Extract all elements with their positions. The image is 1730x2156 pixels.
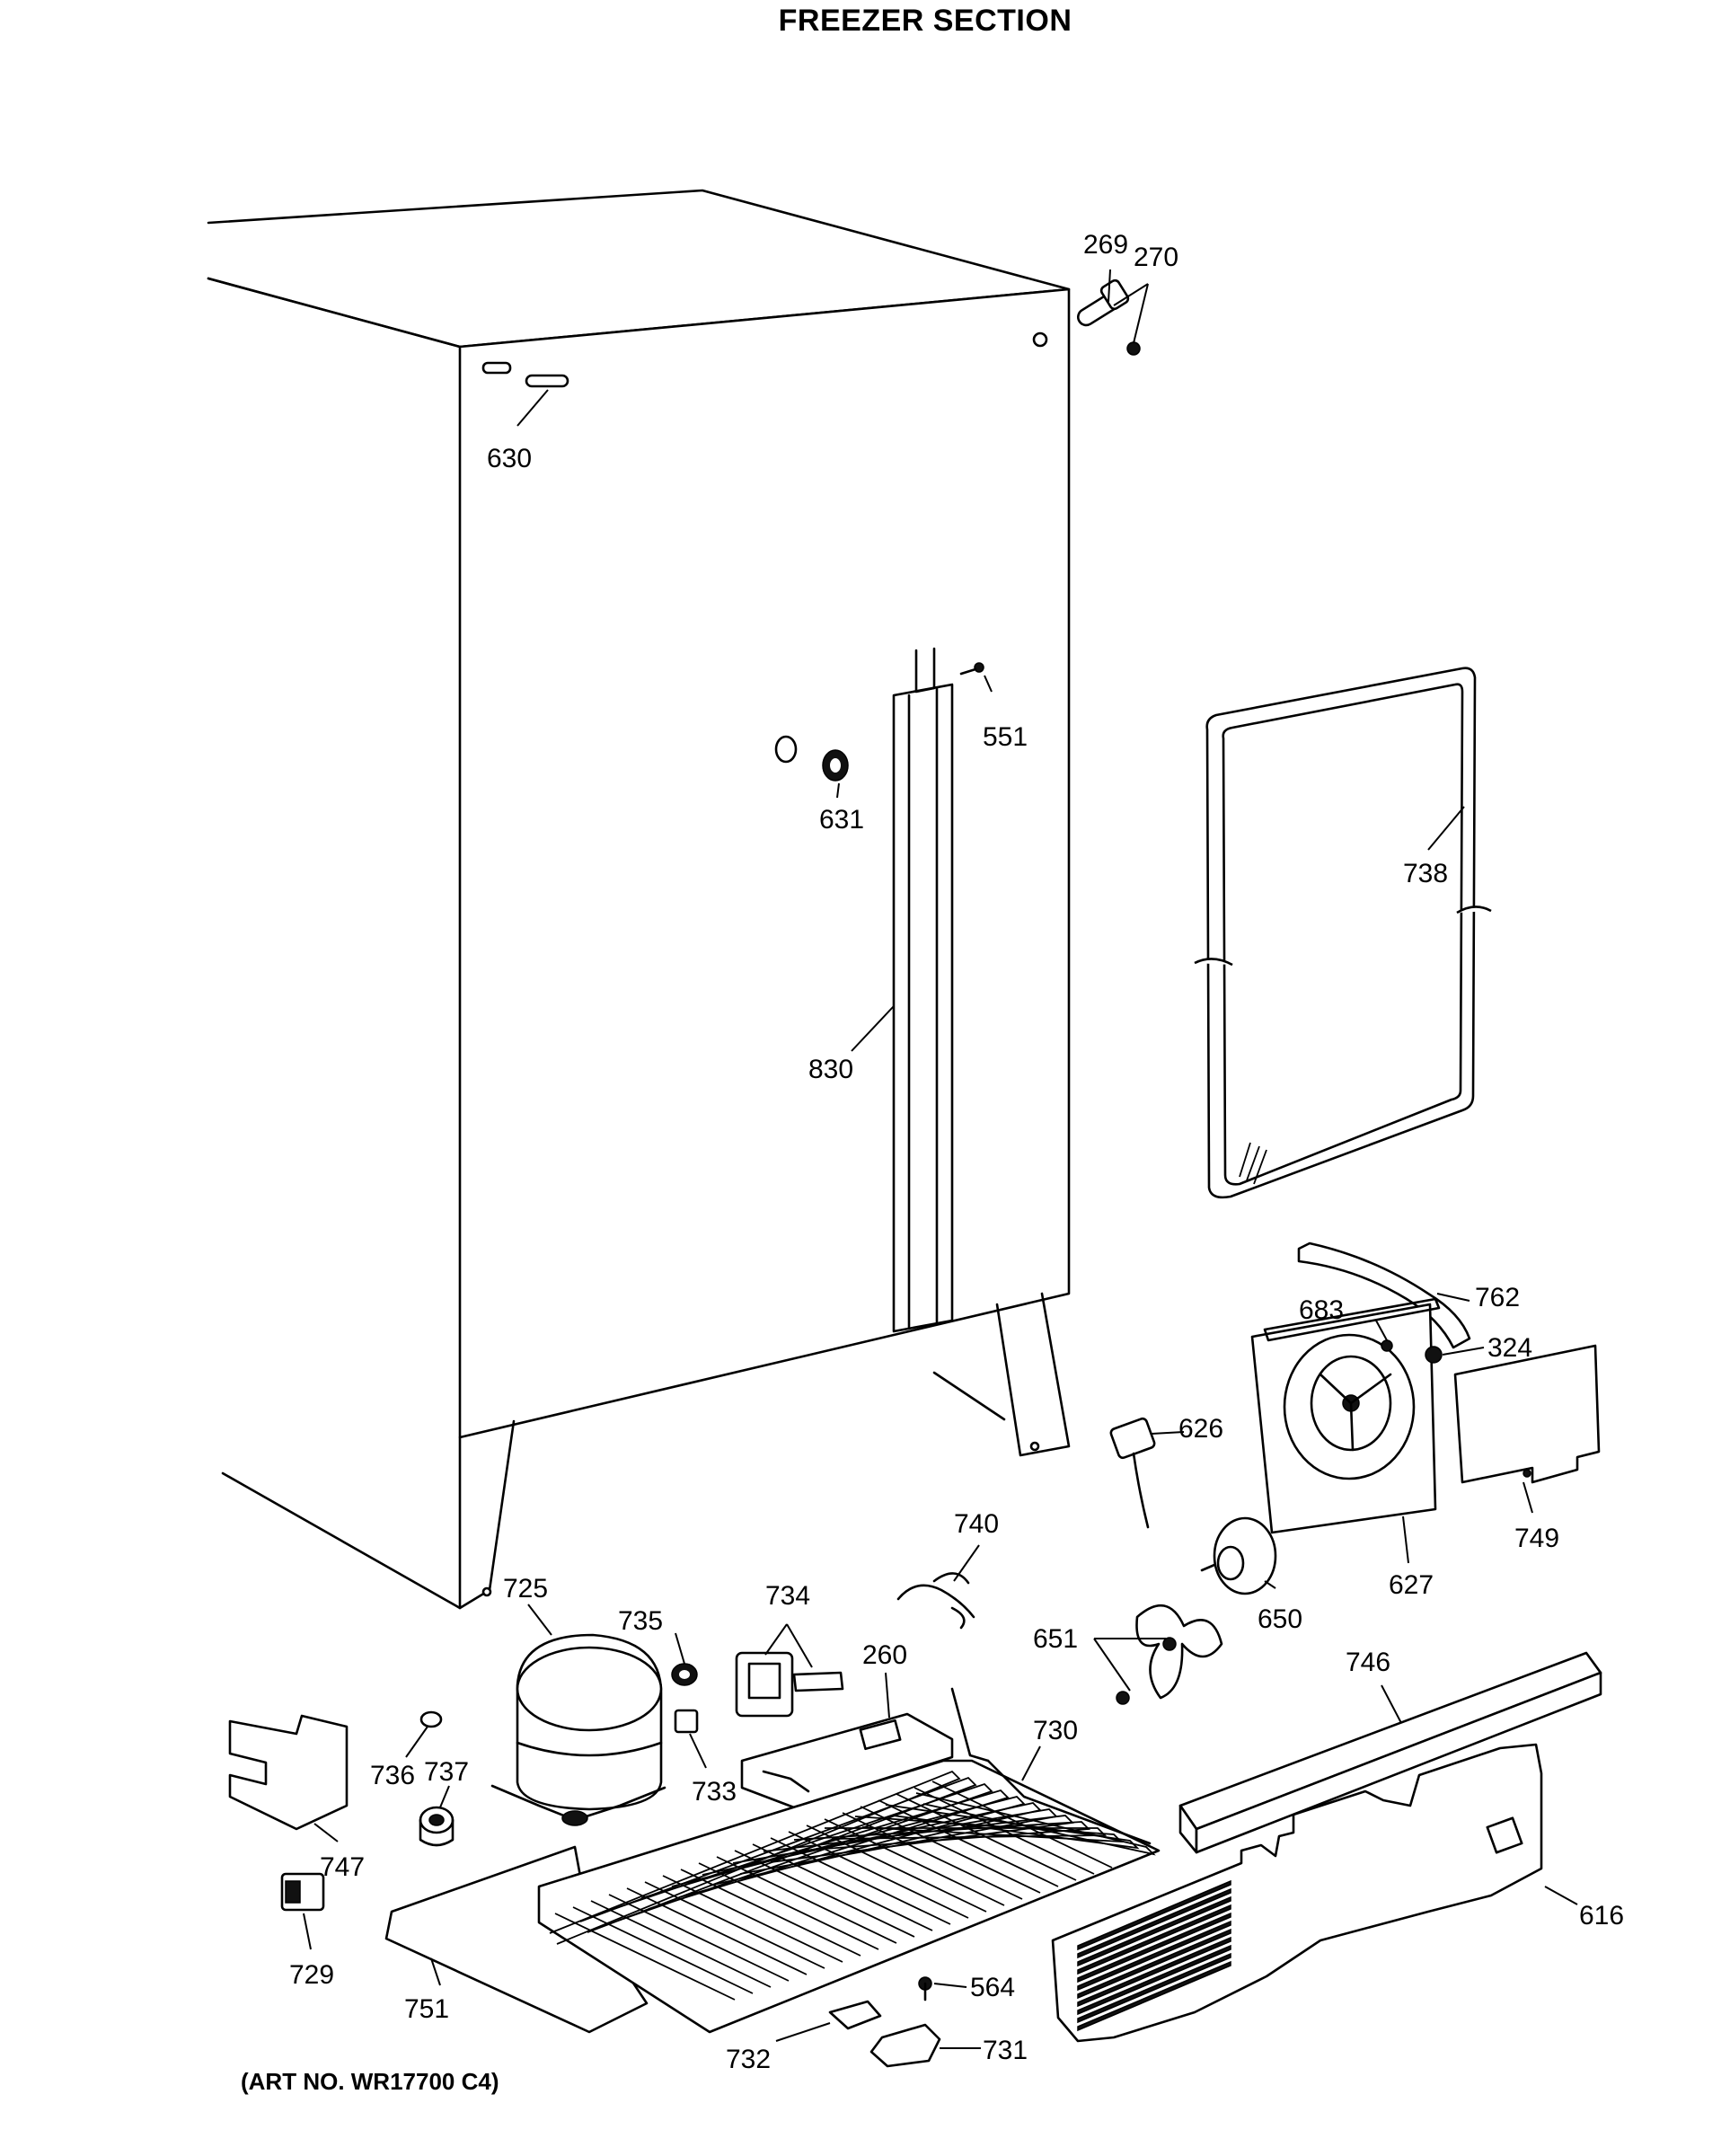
condenser-wire [572, 1906, 754, 1994]
condenser-wire [770, 1837, 951, 1925]
condenser-wire [914, 1787, 1095, 1875]
part-label-830: 830 [808, 1055, 853, 1084]
condenser-wire [860, 1806, 1041, 1894]
condenser-wire [644, 1881, 825, 1969]
condenser-wire [590, 1900, 772, 1988]
part-label-683: 683 [1299, 1295, 1344, 1325]
door-gasket-738 [1194, 667, 1492, 1199]
condenser-wire [752, 1843, 933, 1931]
condenser-wire [554, 1913, 736, 2001]
condenser-wire [716, 1856, 897, 1944]
condenser-wire [788, 1831, 969, 1919]
grille-slot [1077, 1912, 1231, 1984]
part-label-725: 725 [503, 1574, 548, 1604]
cabinet-drawing [207, 189, 1071, 1610]
grille-slot [1077, 1904, 1231, 1975]
grille-slot [1077, 1920, 1231, 1992]
condenser-wire [896, 1793, 1077, 1881]
part-label-730: 730 [1033, 1716, 1078, 1745]
bottom-hardware [828, 1976, 941, 2068]
toe-grille-616 [1051, 1743, 1543, 2043]
part-label-324: 324 [1487, 1333, 1532, 1363]
part-label-731: 731 [983, 2036, 1028, 2065]
part-label-734: 734 [765, 1581, 810, 1611]
compressor-assembly [228, 1633, 954, 1912]
front-rail-746 [1178, 1651, 1602, 1854]
part-label-551: 551 [983, 722, 1028, 752]
condenser-tube [763, 1815, 1074, 1863]
part-label-740: 740 [954, 1509, 999, 1539]
diagram-title: FREEZER SECTION [778, 4, 1072, 38]
condenser-wire [734, 1850, 915, 1938]
grille-slot [1077, 1895, 1231, 1967]
grille-slot [1077, 1960, 1231, 2032]
condenser-wire [626, 1887, 808, 1975]
part-label-747: 747 [320, 1852, 365, 1882]
art-number: (ART NO. WR17700 C4) [241, 2068, 499, 2095]
grille-slot [1077, 1952, 1231, 2024]
leader-lines [303, 269, 1578, 2049]
condenser-tube [915, 1792, 1156, 1856]
grille-slot [1077, 1944, 1231, 2016]
part-label-733: 733 [692, 1777, 737, 1807]
part-label-630: 630 [487, 444, 532, 473]
part-label-651: 651 [1033, 1624, 1078, 1654]
condenser-wire [662, 1875, 843, 1963]
part-label-627: 627 [1389, 1570, 1434, 1600]
condenser-wire [806, 1825, 987, 1913]
grille-slot [1077, 1936, 1231, 2008]
part-label-616: 616 [1579, 1901, 1624, 1931]
grille-slot [1077, 1887, 1231, 1959]
part-label-269: 269 [1083, 230, 1128, 260]
part-label-650: 650 [1258, 1604, 1302, 1634]
evaporator-fan-assembly [1109, 1241, 1601, 1705]
grille-slot [1077, 1879, 1231, 1951]
springs-740 [896, 1572, 975, 1630]
part-label-751: 751 [404, 1994, 449, 2024]
part-label-631: 631 [819, 805, 864, 835]
part-label-732: 732 [726, 2045, 771, 2074]
condenser-wire [931, 1780, 1113, 1869]
grille-slot [1077, 1928, 1231, 2000]
part-label-735: 735 [618, 1606, 663, 1636]
part-label-749: 749 [1514, 1524, 1559, 1553]
part-label-738: 738 [1403, 859, 1448, 888]
part-label-762: 762 [1475, 1283, 1520, 1312]
condenser-wire [842, 1812, 1023, 1900]
condenser-wire [824, 1818, 1005, 1906]
part-label-729: 729 [289, 1960, 334, 1990]
condenser-wire [608, 1894, 790, 1982]
condenser-wire [698, 1862, 879, 1950]
part-label-746: 746 [1346, 1648, 1390, 1677]
hinge-parts-269-270 [1076, 278, 1141, 356]
condenser-wire [878, 1799, 1059, 1887]
part-label-260: 260 [862, 1640, 907, 1670]
condenser-and-base [384, 1687, 1161, 2034]
part-label-737: 737 [424, 1757, 469, 1787]
part-label-564: 564 [970, 1973, 1015, 2002]
part-label-270: 270 [1134, 243, 1178, 272]
part-label-736: 736 [370, 1761, 415, 1790]
part-label-626: 626 [1178, 1414, 1223, 1444]
condenser-tube [825, 1827, 1108, 1840]
condenser-wire [680, 1869, 861, 1957]
condenser-tube [854, 1816, 1124, 1843]
